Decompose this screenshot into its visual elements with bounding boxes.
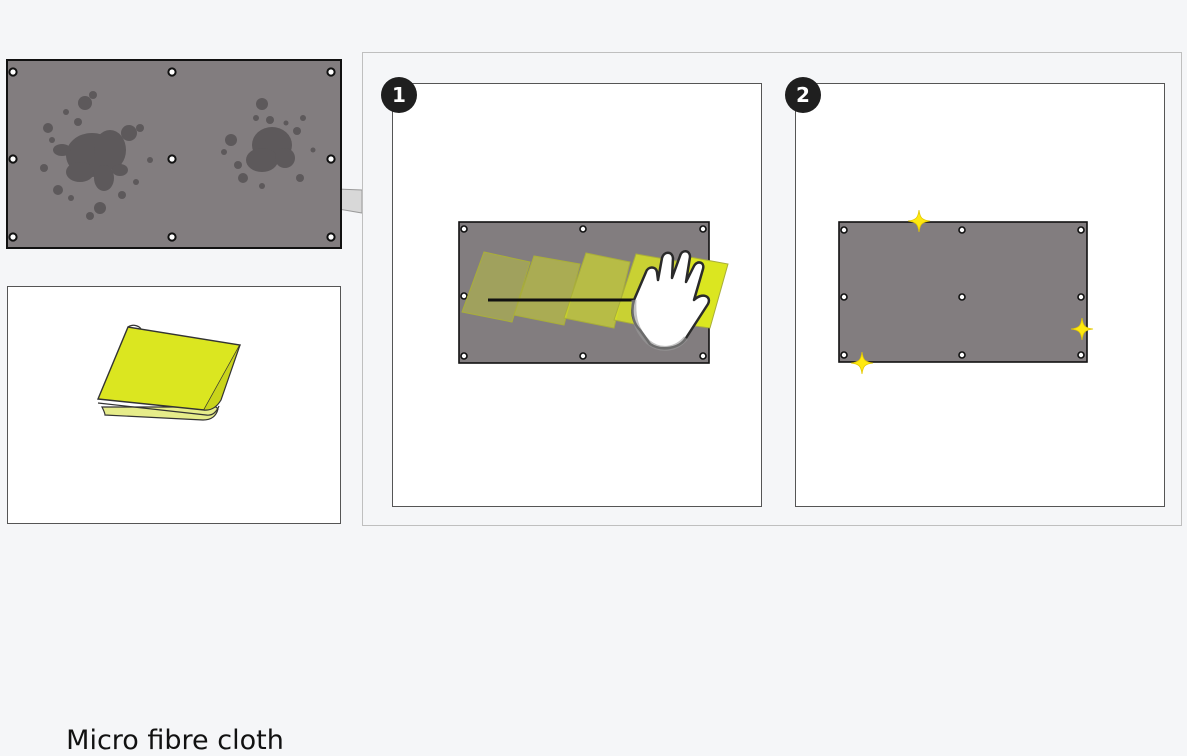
step-2-illustration bbox=[0, 0, 1187, 562]
cloth-label: Micro fibre cloth bbox=[8, 725, 342, 756]
clean-banner bbox=[839, 222, 1087, 362]
